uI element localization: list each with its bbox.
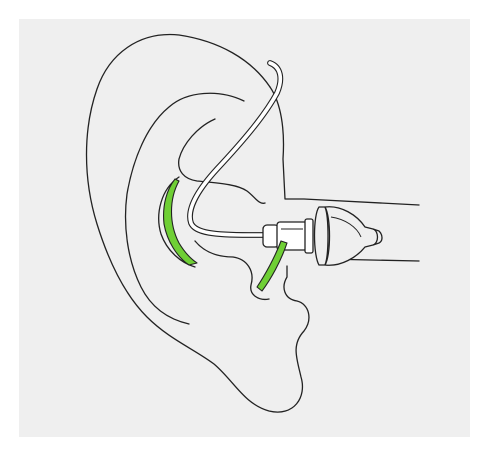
ear-helix-back bbox=[270, 87, 419, 205]
receiver bbox=[263, 219, 313, 253]
ear-antihelix bbox=[126, 93, 244, 324]
illustration-panel bbox=[19, 19, 470, 437]
dome-tip bbox=[315, 207, 383, 266]
ear-illustration bbox=[19, 19, 470, 437]
retention-line-lower bbox=[257, 241, 287, 291]
hearing-aid-tube-inner bbox=[190, 63, 280, 235]
ear-concha-lower bbox=[195, 241, 269, 299]
